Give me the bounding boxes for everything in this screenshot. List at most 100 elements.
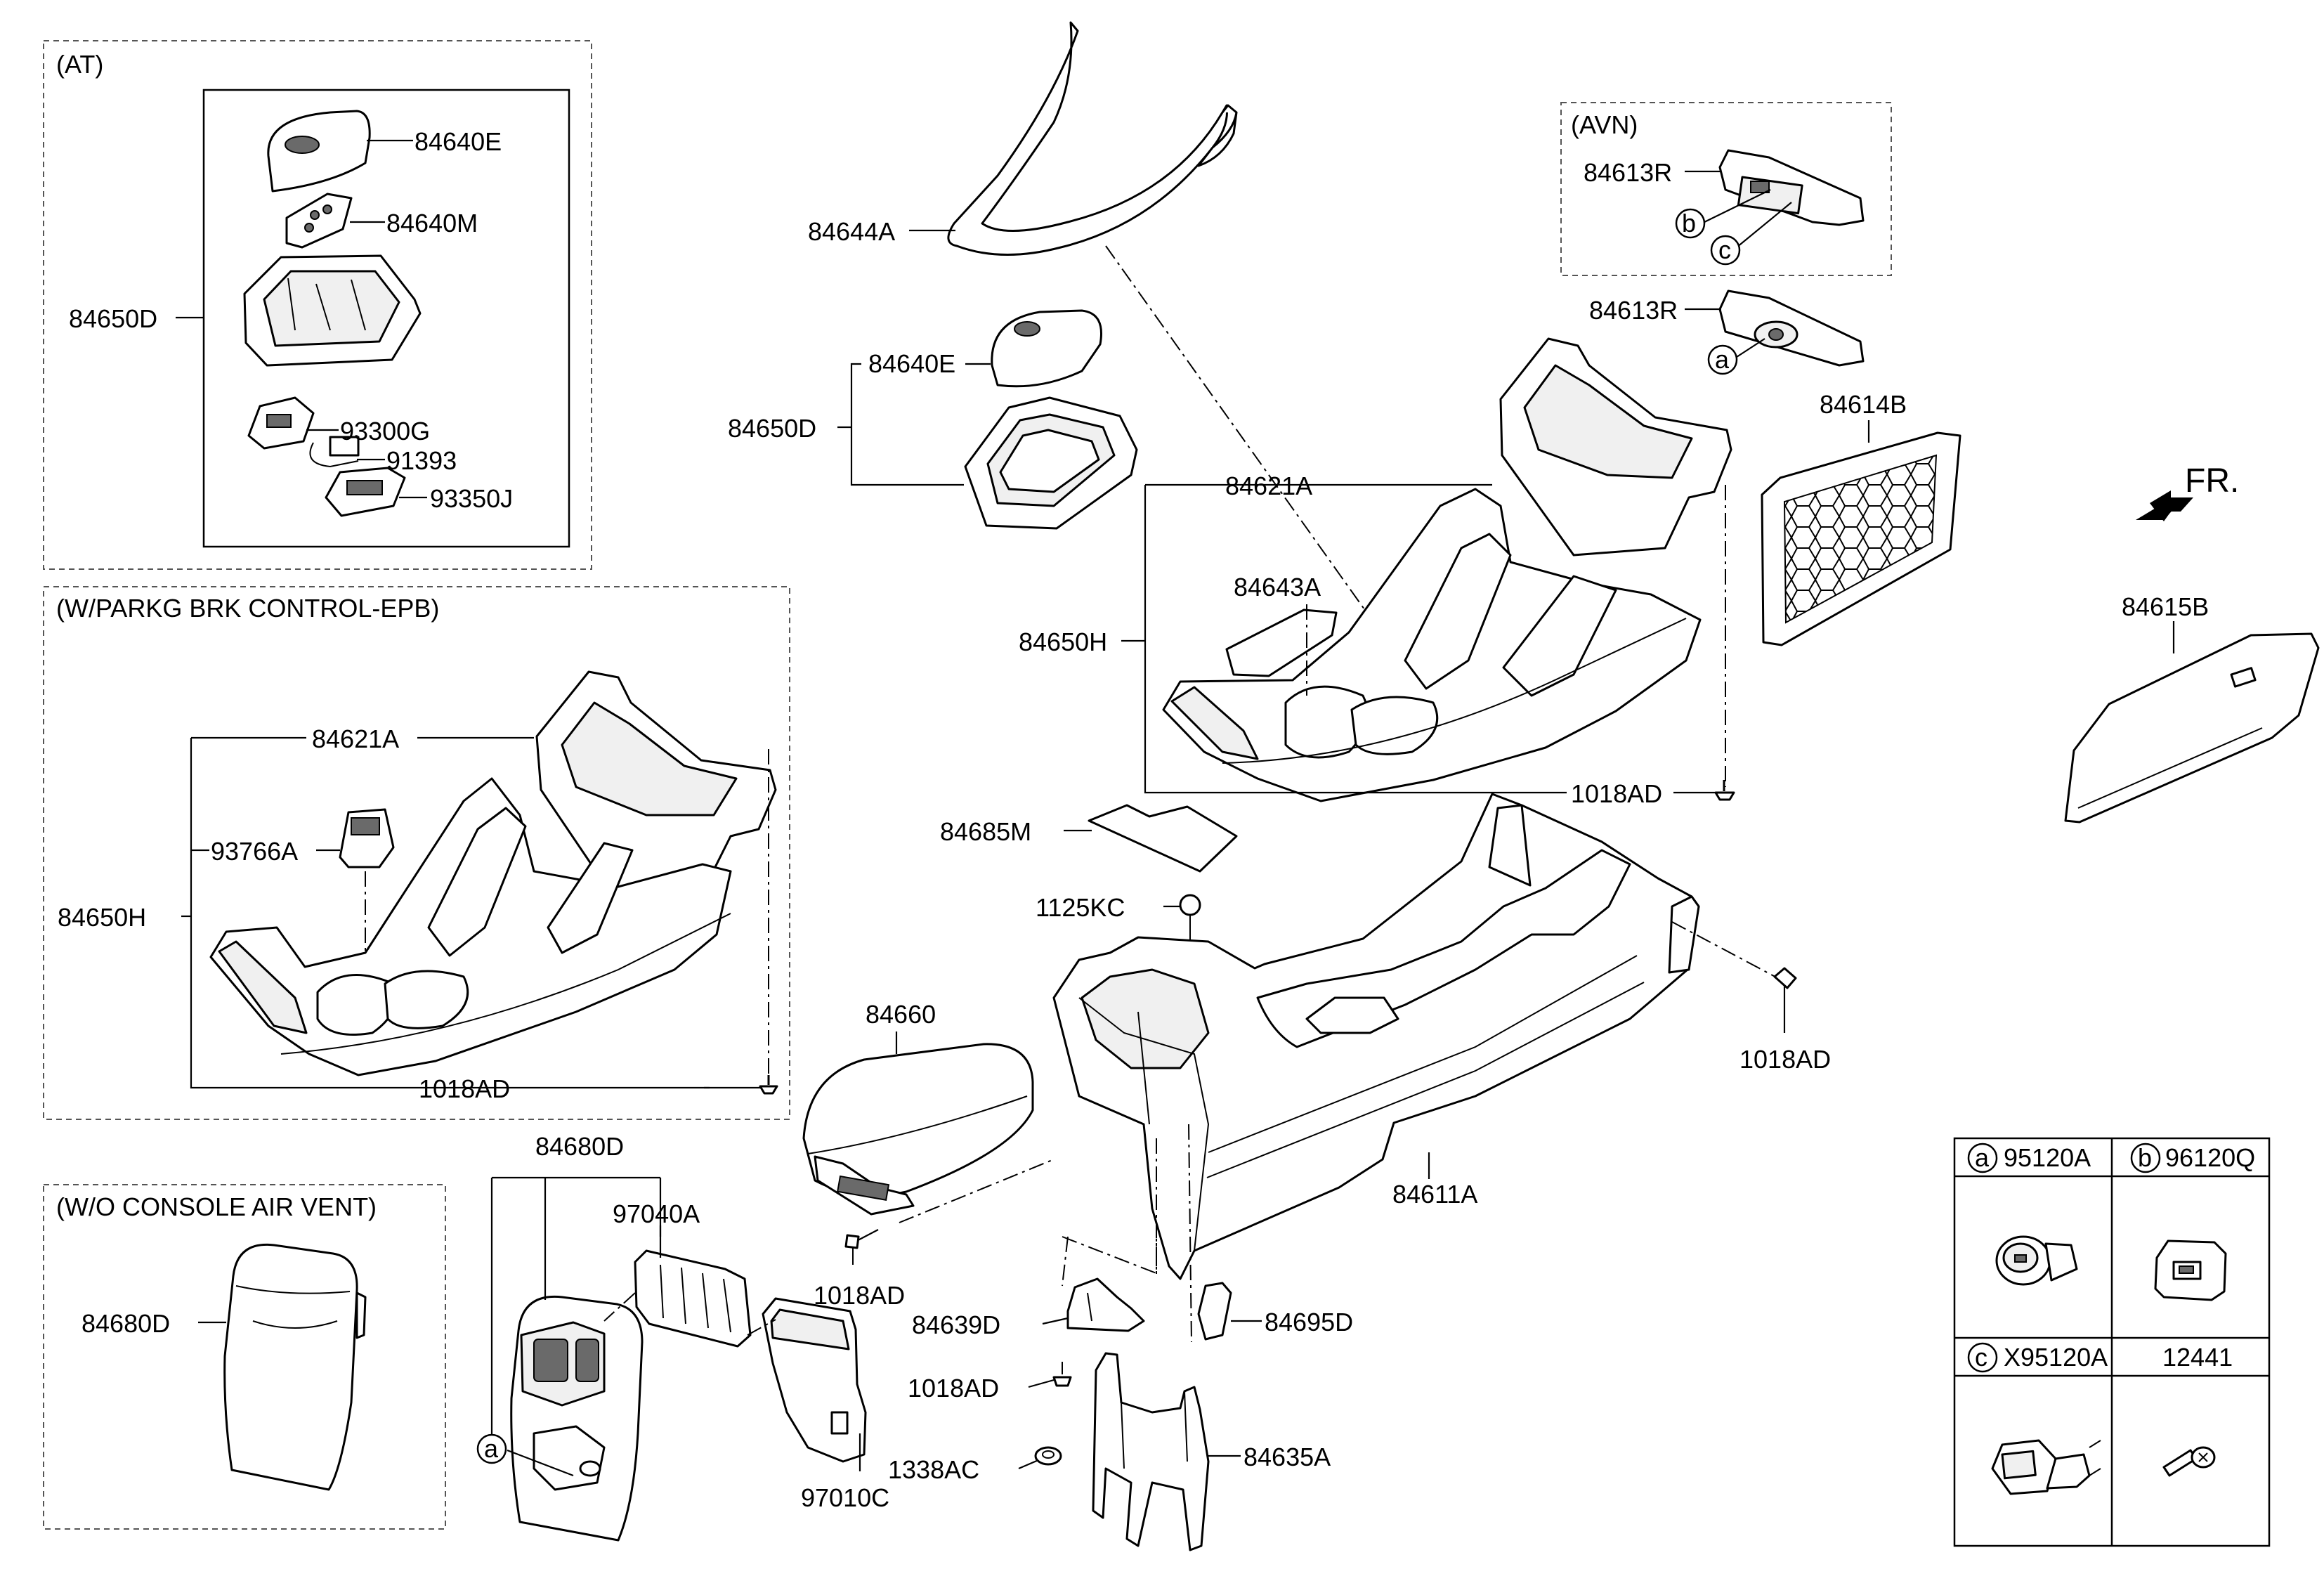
part-97010C-vent-duct: [762, 1297, 867, 1463]
part-84695D-cover: [1197, 1282, 1232, 1341]
label-84695D: 84695D: [1265, 1308, 1353, 1336]
legend-c-circle: [1967, 1342, 1998, 1373]
label-84635A: 84635A: [1243, 1443, 1331, 1471]
label-1018AD-d: 1018AD: [908, 1374, 999, 1402]
legend-a-circle: [1967, 1143, 1998, 1173]
screw-1018AD-epb: [759, 1075, 778, 1095]
label-84680D: 84680D: [535, 1132, 624, 1161]
label-97010C: 97010C: [801, 1483, 889, 1512]
label-84643A: 84643A: [1234, 573, 1321, 601]
at-leaders: [176, 139, 427, 499]
label-84640M: 84640M: [386, 209, 478, 237]
label-93766A: 93766A: [211, 837, 298, 866]
label-84650H-epb: 84650H: [58, 903, 146, 932]
part-84650D-bezel: [964, 396, 1138, 530]
part-84613R-avn: [1718, 149, 1865, 226]
label-1338AC: 1338AC: [888, 1455, 979, 1484]
part-84685M-pad: [1088, 804, 1238, 873]
screw-1018AD-side: [1773, 967, 1797, 989]
label-1125KC: 1125KC: [1036, 893, 1125, 922]
frame-avn: [1560, 102, 1892, 276]
callout-a-bottom-circle: [476, 1433, 507, 1464]
frame-avn-title: (AVN): [1571, 110, 1638, 139]
label-84660: 84660: [866, 1000, 936, 1029]
label-84650D-at: 84650D: [69, 304, 157, 333]
label-84650D: 84650D: [728, 414, 816, 443]
legend-c-socket-illustration: [1991, 1439, 2101, 1495]
legend-d-part: 12441: [2162, 1343, 2233, 1372]
lower-center-leaders: [1018, 1124, 1262, 1470]
label-84621A: 84621A: [1225, 471, 1312, 500]
part-84615B-cover: [2064, 632, 2320, 824]
part-84680D-rear-panel: [510, 1295, 644, 1542]
callout-c: c: [1718, 235, 1731, 264]
label-84680D-vent: 84680D: [81, 1309, 170, 1338]
frame-vent: [43, 1184, 446, 1530]
part-91393-wire: [309, 436, 360, 468]
callout-c-circle: [1710, 235, 1741, 266]
main-console-leaders: [1428, 921, 1786, 1179]
legend-d-screw-illustration: [2162, 1446, 2216, 1477]
callout-a-top-circle: [1707, 344, 1738, 375]
legend-a-letter: a: [1975, 1143, 1990, 1172]
label-84611A: 84611A: [1392, 1180, 1477, 1209]
leader-a-84613R: [1736, 338, 1765, 358]
part-84650D-at-bezel: [243, 254, 422, 367]
part-84660-armrest: [802, 1043, 1034, 1216]
frame-at-title: (AT): [56, 50, 103, 79]
label-84613R-avn: 84613R: [1584, 158, 1672, 187]
legend-table: [1953, 1137, 2271, 1547]
front-direction-arrow: [2136, 490, 2193, 521]
label-1018AD-epb: 1018AD: [419, 1074, 510, 1103]
avn-leaders: [1685, 170, 1792, 248]
part-84614B-mesh-panel: [1761, 431, 1961, 646]
nut-1338AC: [1034, 1446, 1062, 1466]
legend-a-part: 95120A: [2004, 1143, 2091, 1172]
part-84650H-epb-console: [209, 670, 777, 1076]
legend-c-letter: c: [1975, 1343, 1987, 1372]
legend-b-letter: b: [2138, 1143, 2152, 1172]
screw-1018AD-upper: [1714, 780, 1735, 801]
frame-at: [43, 40, 592, 570]
label-97040A: 97040A: [613, 1199, 700, 1228]
screw-1018AD-armrest: [844, 1234, 860, 1265]
part-84650H-upper-console: [1162, 337, 1732, 802]
label-84685M: 84685M: [940, 817, 1031, 846]
legend-b-circle: [2130, 1143, 2161, 1173]
screw-1125KC: [1179, 894, 1201, 928]
legend-a-socket-illustration: [1995, 1235, 2078, 1286]
callout-a-bottom: a: [484, 1434, 499, 1463]
part-84640E-at-knob: [267, 110, 371, 193]
part-84635A-bracket: [1092, 1352, 1210, 1551]
label-1018AD-b: 1018AD: [1739, 1045, 1831, 1074]
screw-1018AD-bracket: [1052, 1362, 1072, 1387]
label-84621A-epb: 84621A: [312, 724, 399, 753]
part-84640M-button: [285, 193, 353, 249]
callout-a-top: a: [1715, 345, 1730, 374]
label-1018AD-a: 1018AD: [1571, 779, 1662, 808]
legend-c-part: X95120A: [2004, 1343, 2108, 1372]
legend-b-usb-illustration: [2154, 1239, 2227, 1301]
part-84639D-bracket: [1066, 1277, 1145, 1332]
part-84680D-vent-rear-panel: [223, 1243, 367, 1491]
frame-vent-title: (W/O CONSOLE AIR VENT): [56, 1192, 377, 1221]
frame-epb-title: (W/PARKG BRK CONTROL-EPB): [56, 594, 439, 623]
callout-b-circle: [1675, 208, 1706, 239]
part-93300G-switch: [247, 396, 315, 450]
center-upper-leaders: [1121, 483, 1726, 794]
epb-leaders: [181, 736, 769, 1089]
part-84613R: [1718, 289, 1865, 367]
label-93350J: 93350J: [430, 484, 513, 513]
label-84615B: 84615B: [2122, 592, 2209, 621]
label-84640E: 84640E: [868, 349, 955, 378]
part-84611A-main-console: [1052, 793, 1700, 1280]
label-91393: 91393: [386, 446, 457, 475]
part-93350J-switch: [325, 467, 406, 517]
label-1018AD-c: 1018AD: [814, 1281, 905, 1310]
label-84644A: 84644A: [808, 217, 895, 246]
label-93300G: 93300G: [340, 417, 430, 445]
label-84639D: 84639D: [912, 1310, 1000, 1339]
vent-group-leaders: [490, 1176, 861, 1477]
direction-label: FR.: [2185, 462, 2239, 500]
